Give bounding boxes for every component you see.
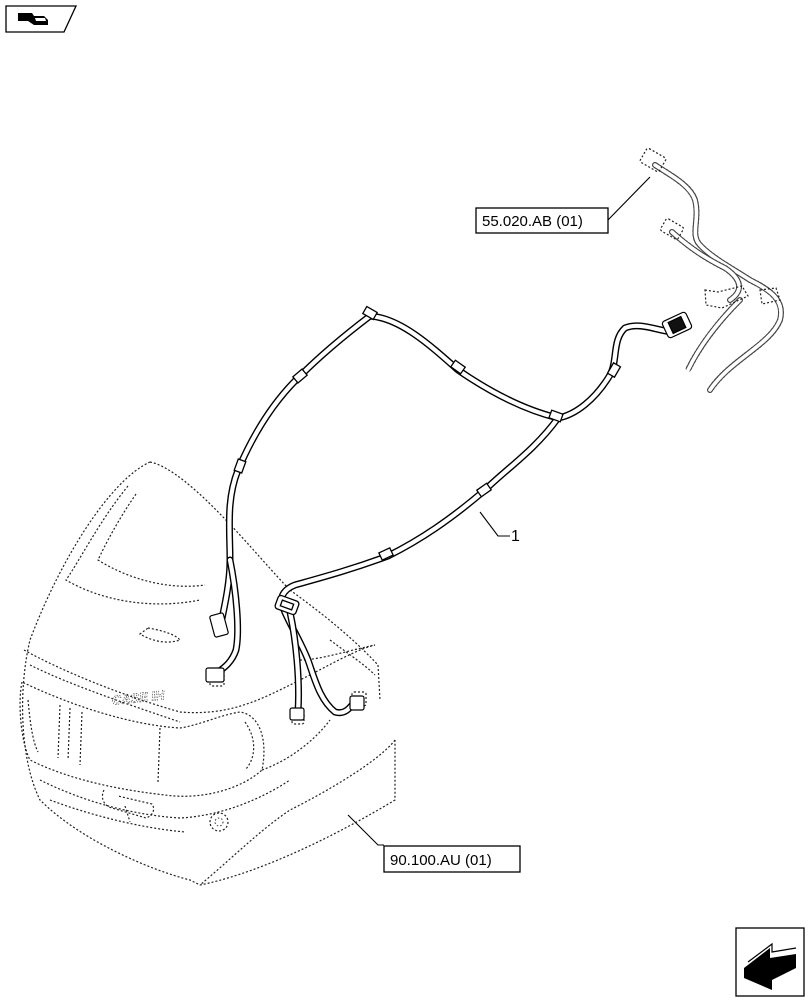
vehicle-hood-outline: CASE IH	[19, 461, 396, 886]
brand-logo: CASE IH	[111, 687, 166, 707]
callout-90100AU-label: 90.100.AU (01)	[390, 852, 492, 869]
callout-90100AU[interactable]: 90.100.AU (01)	[347, 814, 521, 873]
wiring-harness: 1	[205, 305, 693, 721]
callout-55020AB[interactable]: 55.020.AB (01)	[475, 176, 651, 234]
callout-55020AB-label: 55.020.AB (01)	[482, 213, 583, 230]
item-number-label: 1	[511, 528, 520, 545]
toolbar-hand-icon[interactable]	[5, 5, 78, 33]
next-page-arrow-icon[interactable]	[735, 927, 805, 997]
reference-harness-55020AB	[639, 147, 784, 393]
